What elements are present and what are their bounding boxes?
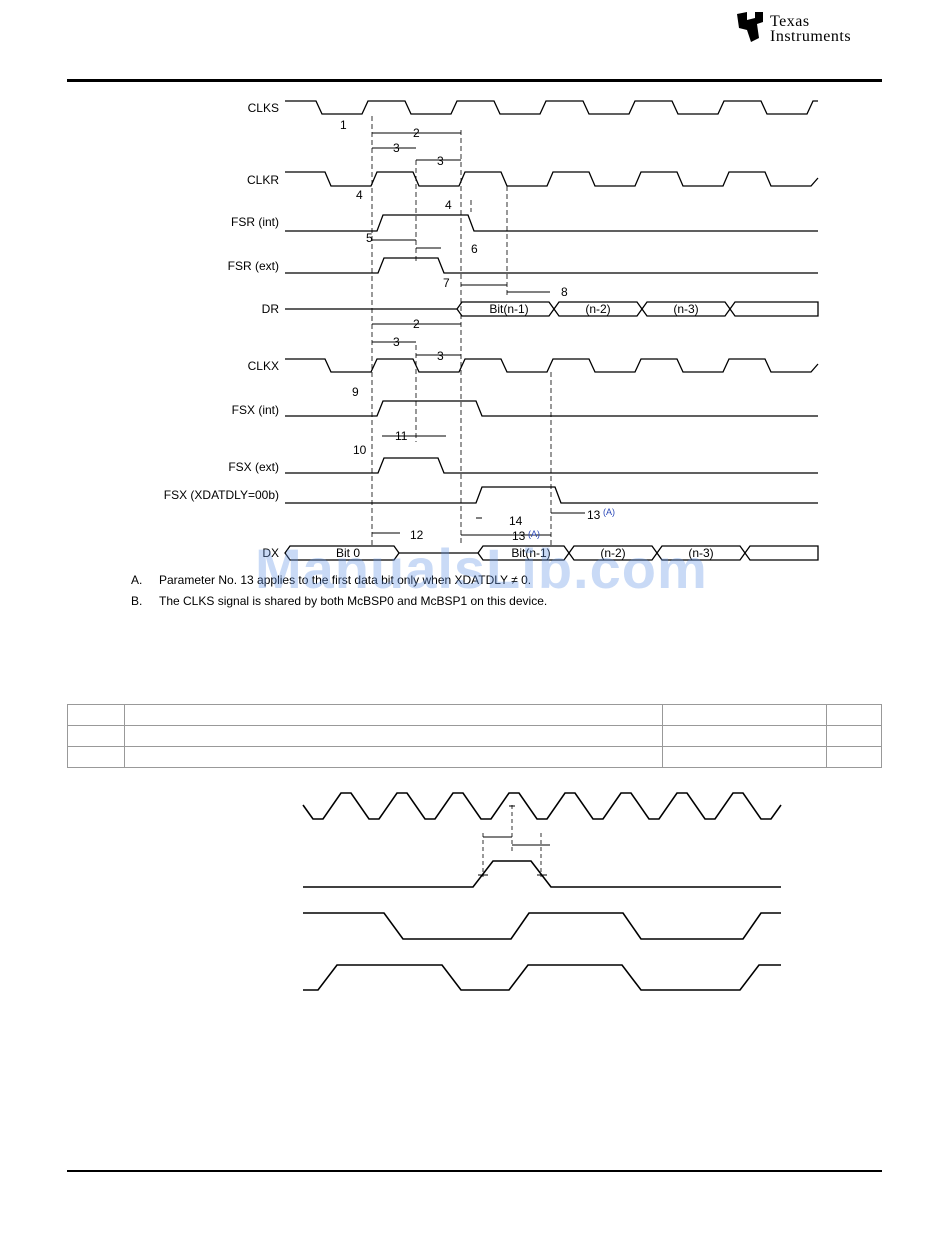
param-4: 4 <box>356 188 363 202</box>
signal-label-dr: DR <box>262 302 280 316</box>
param-12: 12 <box>410 528 424 542</box>
brand-line2: Instruments <box>770 28 852 45</box>
param-13-footnote: (A) <box>603 507 615 517</box>
footer-rule <box>67 1170 882 1172</box>
header-rule <box>67 79 882 82</box>
param-2: 2 <box>413 317 420 331</box>
signal-label-dx: DX <box>262 546 279 560</box>
dr-bit-label: (n-2) <box>585 302 610 316</box>
param-7: 7 <box>443 276 450 290</box>
table-row <box>67 704 882 726</box>
dr-bit-label: Bit(n-1) <box>489 302 528 316</box>
dx-bit-label: Bit(n-1) <box>511 546 550 560</box>
param-14: 14 <box>509 514 523 528</box>
table-row <box>67 725 882 747</box>
param-9: 9 <box>352 385 359 399</box>
param-10: 10 <box>353 443 367 457</box>
dx-bit-label: (n-2) <box>600 546 625 560</box>
dx-bit-label: (n-3) <box>688 546 713 560</box>
signal-label-fsx-int: FSX (int) <box>232 403 279 417</box>
param-3: 3 <box>393 335 400 349</box>
footnote-letter: A. <box>131 573 143 587</box>
dx-bit-label: Bit 0 <box>336 546 360 560</box>
footnote-text: The CLKS signal is shared by both McBSP0… <box>159 594 548 608</box>
brand-name: Texas Instruments <box>770 13 852 45</box>
timing-table <box>67 704 882 768</box>
signal-label-clks: CLKS <box>248 101 279 115</box>
signal-label-clkx: CLKX <box>248 359 279 373</box>
table-row <box>67 746 882 768</box>
param-3: 3 <box>437 154 444 168</box>
param-13: 13 <box>587 508 601 522</box>
ti-logo-icon <box>737 12 763 42</box>
param-4: 4 <box>445 198 452 212</box>
brand-line1: Texas <box>770 13 810 30</box>
param-13: 13 <box>512 529 526 543</box>
param-8: 8 <box>561 285 568 299</box>
param-2: 2 <box>413 126 420 140</box>
param-3: 3 <box>393 141 400 155</box>
footnote-letter: B. <box>131 594 143 608</box>
signal-label-clkr: CLKR <box>247 173 279 187</box>
signal-label-fsr-int: FSR (int) <box>231 215 279 229</box>
footnote-text: Parameter No. 13 applies to the first da… <box>159 573 532 587</box>
signal-label-fsx-xdatdly: FSX (XDATDLY=00b) <box>164 488 279 502</box>
param-11: 11 <box>395 429 408 443</box>
param-6: 6 <box>471 242 478 256</box>
signal-label-fsr-ext: FSR (ext) <box>228 259 279 273</box>
param-3: 3 <box>437 349 444 363</box>
signal-label-fsx-ext: FSX (ext) <box>228 460 279 474</box>
ti-logo <box>733 8 893 48</box>
param-5: 5 <box>366 231 373 245</box>
param-13-footnote: (A) <box>528 529 540 539</box>
dr-bit-label: (n-3) <box>673 302 698 316</box>
param-1: 1 <box>340 118 347 132</box>
watermark: ManualsLib.com <box>255 537 708 600</box>
